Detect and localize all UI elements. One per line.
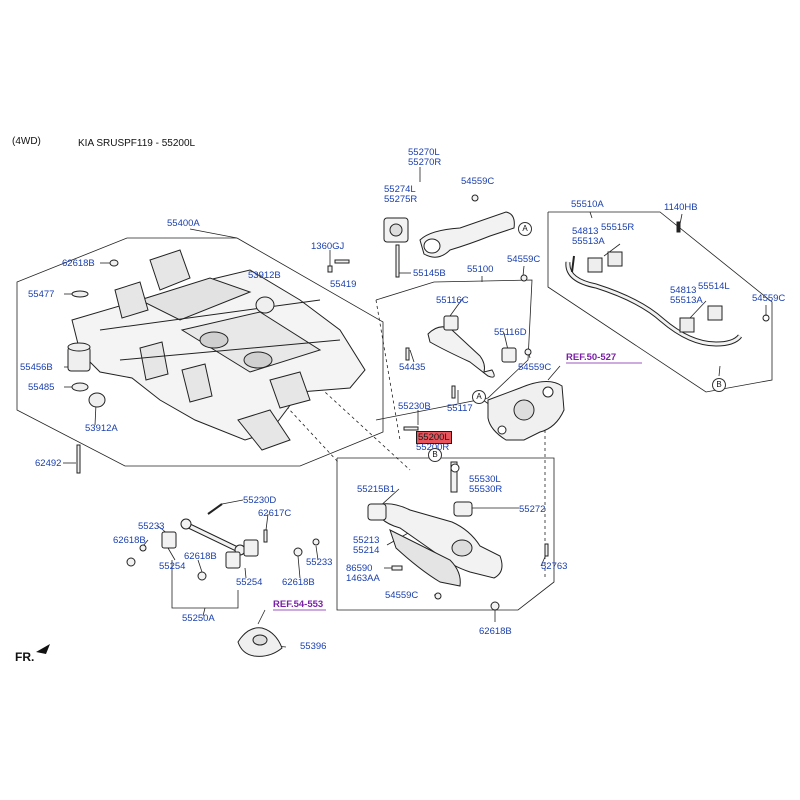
part-label[interactable]: 55116C: [436, 295, 469, 306]
part-label[interactable]: 55270L: [408, 147, 440, 158]
rear-subframe: [71, 249, 366, 451]
part-label[interactable]: 54559C: [518, 362, 552, 373]
part-label[interactable]: 55513A: [572, 236, 605, 247]
stabilizer-group-outline: [547, 211, 773, 393]
part-label[interactable]: 54435: [399, 362, 426, 373]
upper-link-55100: [405, 274, 532, 399]
part-label[interactable]: 55213: [353, 535, 380, 546]
part-label[interactable]: 55230D: [243, 495, 277, 506]
part-label[interactable]: 54813: [572, 226, 599, 237]
part-label[interactable]: 54559C: [461, 176, 495, 187]
part-label[interactable]: 55116D: [494, 327, 527, 338]
part-label[interactable]: 54559C: [752, 293, 786, 304]
part-label[interactable]: 86590: [346, 563, 373, 574]
lower-arm-55213: [367, 461, 549, 611]
part-label[interactable]: 55270R: [408, 157, 442, 168]
part-label[interactable]: 62492: [35, 458, 62, 469]
part-label[interactable]: 55272: [519, 504, 546, 515]
part-label[interactable]: 55230B: [398, 401, 431, 412]
subframe-group-outline: [16, 237, 384, 467]
part-label[interactable]: 55530L: [469, 474, 501, 485]
lower-arm-group-outline: [336, 457, 555, 611]
diagram-title: KIA SRUSPF119 - 55200L: [78, 138, 196, 149]
part-label[interactable]: 55233: [306, 557, 333, 568]
stabilizer-bar: [565, 221, 770, 347]
part-label[interactable]: 55254: [159, 561, 186, 572]
part-label[interactable]: 55400A: [167, 218, 200, 229]
part-label[interactable]: 55514L: [698, 281, 730, 292]
part-label[interactable]: 55456B: [20, 362, 53, 373]
knuckle-55200: [403, 381, 565, 441]
part-label[interactable]: 55477: [28, 289, 55, 300]
part-label[interactable]: 55513A: [670, 295, 703, 306]
front-arrow-icon: [36, 644, 50, 654]
part-label-selected[interactable]: 55200L: [416, 431, 452, 444]
part-label[interactable]: 62618B: [113, 535, 146, 546]
mount-55396: [237, 627, 283, 657]
callout-a: A: [518, 222, 532, 236]
part-label[interactable]: 55485: [28, 382, 55, 393]
part-label[interactable]: 55145B: [413, 268, 446, 279]
part-label[interactable]: 55515R: [601, 222, 635, 233]
part-label[interactable]: 54559C: [385, 590, 419, 601]
ref-link[interactable]: REF.50-527: [566, 352, 617, 363]
part-label[interactable]: 55233: [138, 521, 165, 532]
part-label[interactable]: 55419: [330, 279, 357, 290]
rear-links-55250: [126, 503, 320, 581]
part-label[interactable]: 53912A: [85, 423, 118, 434]
part-label[interactable]: 55530R: [469, 484, 503, 495]
callout-b: B: [712, 378, 726, 392]
upper-arm-55270: [383, 194, 515, 278]
part-label[interactable]: 55254: [236, 577, 263, 588]
front-marker: FR.: [15, 650, 35, 664]
part-label[interactable]: 55117: [447, 403, 473, 414]
ref-link[interactable]: REF.54-553: [273, 599, 324, 610]
part-label[interactable]: 55100: [467, 264, 494, 275]
part-label[interactable]: 1140HB: [664, 202, 698, 213]
part-label[interactable]: 54813: [670, 285, 697, 296]
part-label[interactable]: 55275R: [384, 194, 418, 205]
callout-b: B: [428, 448, 442, 462]
part-label[interactable]: 52763: [541, 561, 568, 572]
part-label[interactable]: 62618B: [62, 258, 95, 269]
part-label[interactable]: 55200R: [416, 442, 449, 453]
callout-a: A: [472, 390, 486, 404]
part-label[interactable]: 54559C: [507, 254, 541, 265]
part-label[interactable]: 55510A: [571, 199, 604, 210]
part-label[interactable]: 62618B: [479, 626, 512, 637]
part-label[interactable]: 1360GJ: [311, 241, 345, 252]
upper-arm-group-outline: [375, 279, 533, 421]
part-label[interactable]: 62617C: [258, 508, 292, 519]
part-label[interactable]: 55250A: [182, 613, 215, 624]
part-label[interactable]: 53912B: [248, 270, 281, 281]
part-label[interactable]: 62618B: [282, 577, 315, 588]
part-label[interactable]: 62618B: [184, 551, 217, 562]
drive-type: (4WD): [12, 136, 41, 147]
part-label[interactable]: 55396: [300, 641, 327, 652]
part-label[interactable]: 55274L: [384, 184, 416, 195]
part-label[interactable]: 1463AA: [346, 573, 380, 584]
part-label[interactable]: 55214: [353, 545, 380, 556]
subframe-bushings: [67, 259, 350, 474]
part-label[interactable]: 55215B1: [357, 484, 396, 495]
